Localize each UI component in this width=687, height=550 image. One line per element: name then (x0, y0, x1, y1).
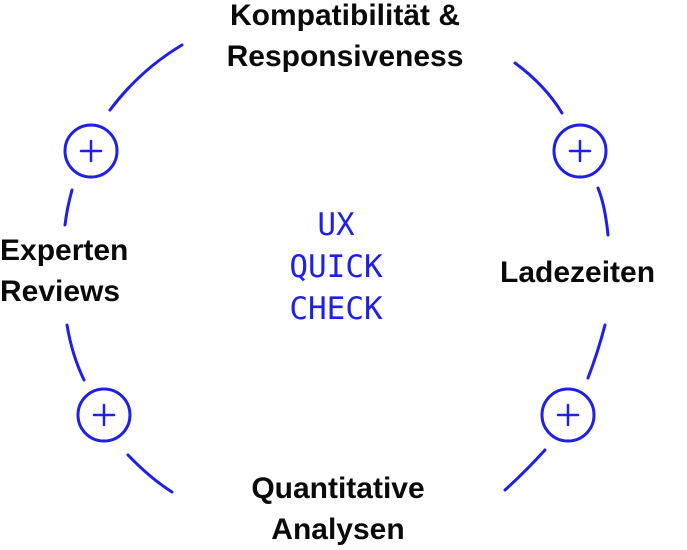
node-label-left-line-1: Experten (0, 234, 129, 267)
ring-arc-top-right (513, 61, 564, 115)
node-label-bottom: Quantitative Analysen (218, 468, 458, 550)
ring-arc-bottom-left (126, 453, 174, 494)
node-label-right-line-1: Ladezeiten (500, 256, 656, 289)
center-title-line-2: QUICK (289, 249, 383, 285)
plus-icon[interactable] (76, 387, 132, 443)
node-label-top-line-1: Kompatibilität & (230, 0, 460, 32)
ring-arc-left-lower (65, 323, 86, 382)
node-label-top-line-2: Responsiveness (226, 40, 464, 73)
node-label-top: Kompatibilität & Responsiveness (200, 0, 490, 77)
plus-icon[interactable] (63, 123, 119, 179)
center-title: UX QUICK CHECK (236, 204, 436, 330)
node-label-bottom-line-2: Analysen (271, 513, 405, 546)
plus-icon[interactable] (540, 387, 596, 443)
plus-icon[interactable] (552, 123, 608, 179)
node-label-right: Ladezeiten (500, 252, 655, 293)
ring-arc-right-lower (586, 323, 607, 380)
ring-arc-bottom-right (503, 448, 547, 492)
center-title-line-1: UX (317, 207, 355, 243)
ring-arc-top-left (108, 43, 184, 112)
node-label-bottom-line-1: Quantitative (251, 472, 425, 505)
node-label-left-line-2: Reviews (0, 275, 121, 308)
ring-arc-left-upper (63, 188, 74, 227)
ring-arc-right-upper (596, 186, 610, 237)
center-title-line-3: CHECK (289, 291, 383, 327)
node-label-left: Experten Reviews (0, 230, 128, 312)
